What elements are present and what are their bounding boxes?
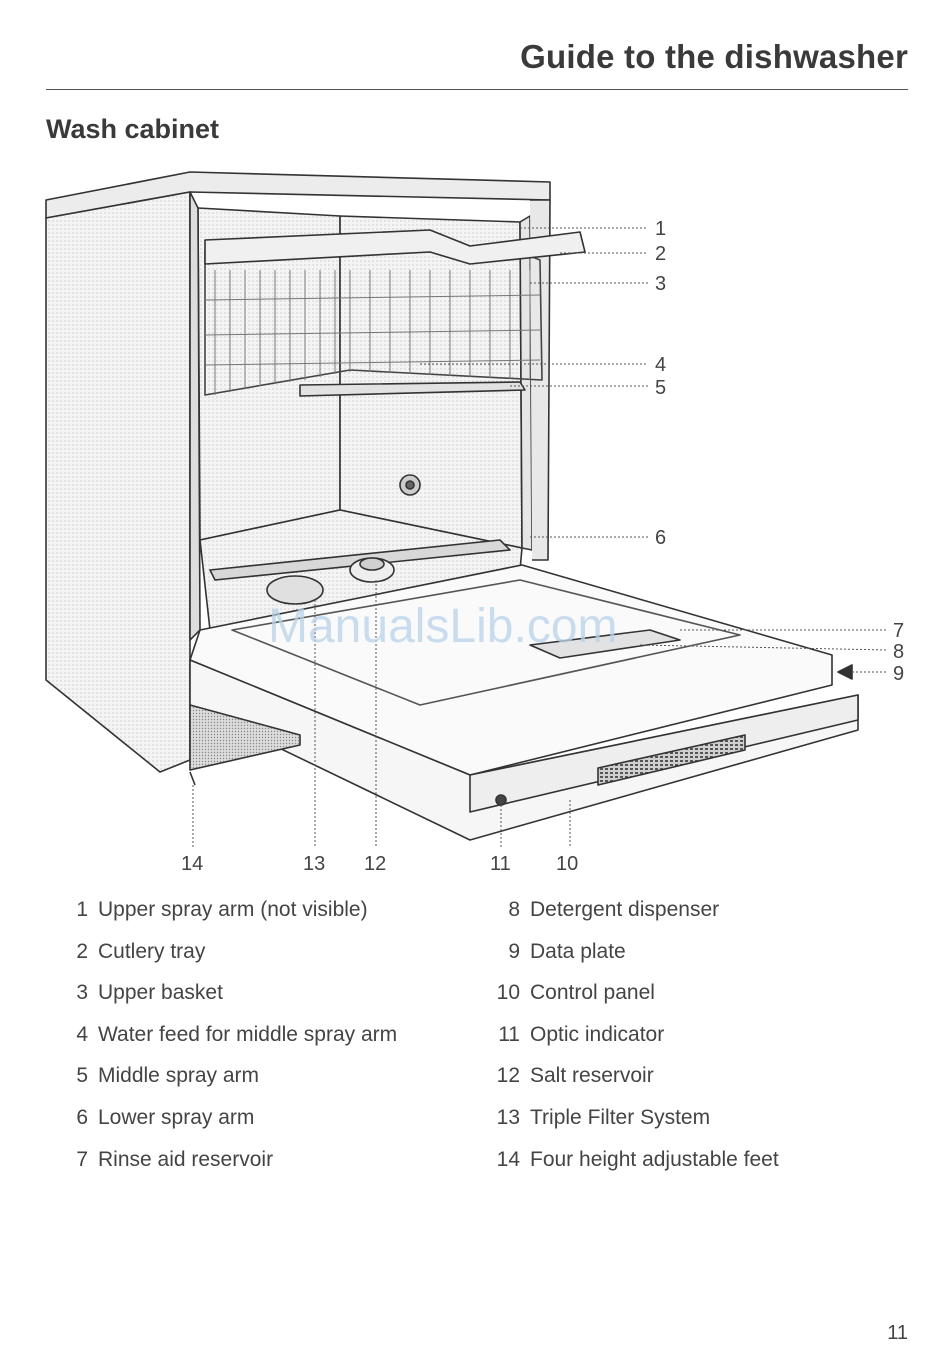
callout-8: 8 [893, 641, 904, 663]
callout-9: 9 [893, 663, 904, 685]
detergent-dispenser [529, 629, 681, 659]
callout-5: 5 [655, 377, 666, 399]
middle-spray-arm [299, 381, 526, 397]
callout-1: 1 [655, 218, 666, 240]
side-panel [45, 191, 191, 773]
callout-7: 7 [893, 620, 904, 642]
page-number: 11 [887, 1322, 908, 1344]
optic-indicator [495, 794, 507, 806]
callout-13: 13 [303, 853, 325, 875]
cutlery-tray [204, 229, 586, 265]
watermark-text: ManualsLib.com [268, 600, 618, 653]
data-plate-arrow [837, 664, 853, 680]
cabinet-frame [189, 191, 201, 641]
callout-6: 6 [655, 527, 666, 549]
callout-10: 10 [556, 853, 578, 875]
callout-2: 2 [655, 243, 666, 265]
base [189, 704, 301, 771]
callout-4: 4 [655, 354, 666, 376]
inner-right-wall [519, 215, 533, 551]
callout-12: 12 [364, 853, 386, 875]
callout-3: 3 [655, 273, 666, 295]
control-panel-vent [597, 734, 746, 786]
triple-filter [266, 575, 324, 605]
dishwasher-illustration: 1 2 3 4 5 6 7 8 9 10 11 12 13 14 Manuals… [0, 160, 950, 890]
header-rule [46, 89, 908, 90]
callout-14: 14 [181, 853, 203, 875]
page-header-title: Guide to the dishwasher [520, 38, 908, 75]
callout-11: 11 [490, 853, 511, 875]
section-title: Wash cabinet [46, 114, 220, 144]
